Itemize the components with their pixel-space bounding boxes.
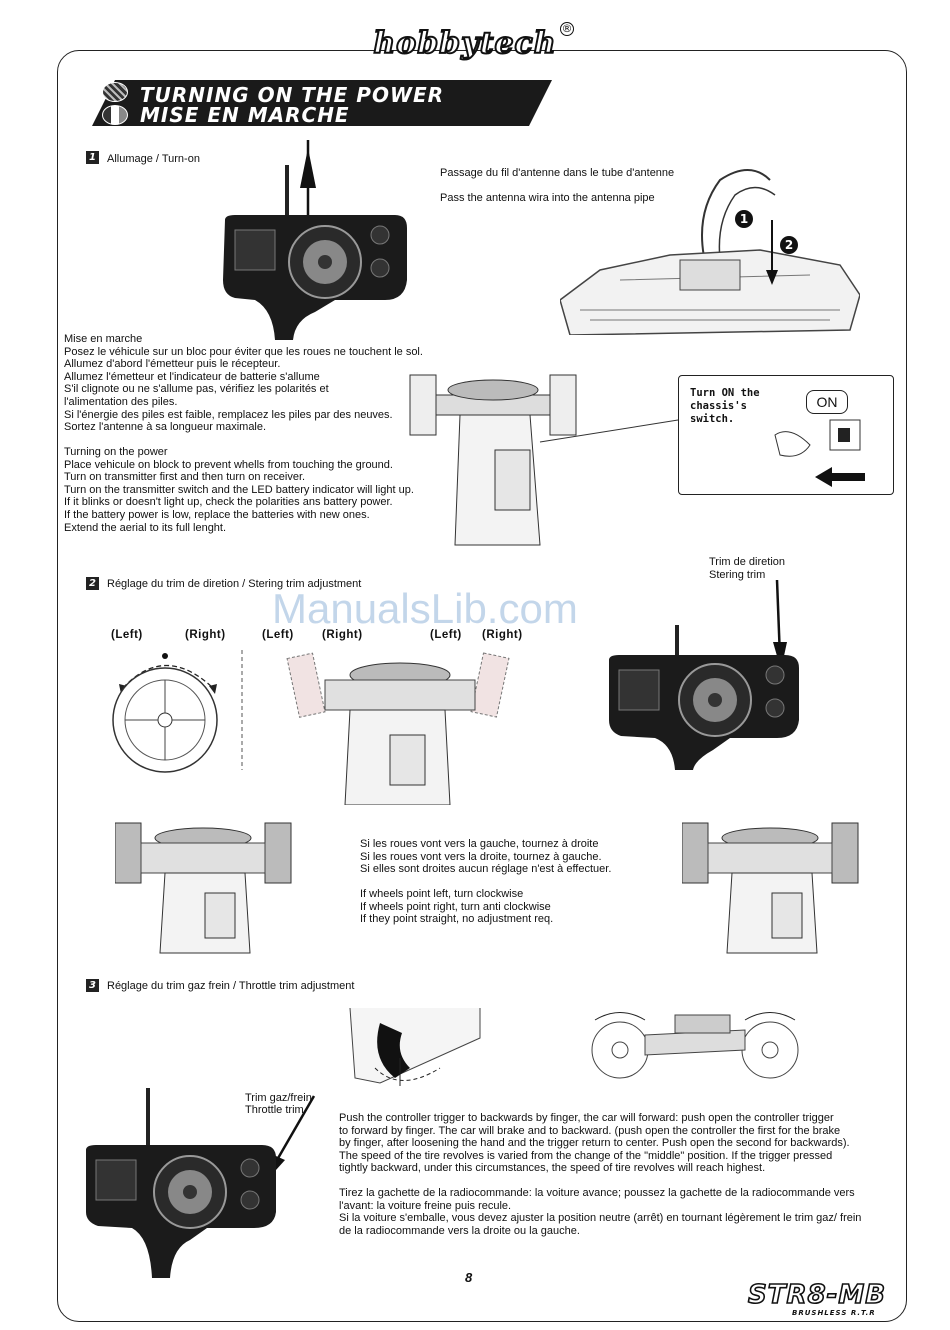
page-frame	[57, 50, 907, 1322]
steering-trim-label-fr: Trim de diretion	[709, 556, 786, 568]
switch-on-label: ON	[806, 390, 848, 414]
text-line: Turn on transmitter first and then turn …	[64, 471, 306, 484]
antenna-instruction-fr: Passage du fil d'antenne dans le tube d'…	[440, 167, 675, 179]
text-line: de la radiocommande vers la droite ou la…	[339, 1224, 580, 1237]
callout-number-1: 1	[735, 210, 753, 228]
car-side-view-illustration	[591, 1012, 799, 1079]
step-2-title: Réglage du trim de diretion / Stering tr…	[107, 578, 362, 590]
text-line: Push the controller trigger to backwards…	[339, 1112, 834, 1124]
watermark: ManualsLib.com	[272, 585, 578, 632]
text-line: to forward by finger. The car will brake…	[339, 1124, 841, 1137]
text-line: Mise en marche	[64, 333, 143, 345]
direction-label: (Left)	[430, 629, 462, 641]
chassis-wheels-right	[682, 822, 859, 954]
text-line: l'alimentation des piles.	[64, 396, 178, 408]
transmitter-illustration-3	[86, 1088, 316, 1278]
switch-detail-illustration	[774, 419, 865, 487]
text-line: Sortez l'antenne à sa longueur maximale.	[64, 421, 267, 434]
callout-number-2: 2	[780, 236, 798, 254]
transmitter-illustration-2	[609, 580, 799, 770]
step-3-title: Réglage du trim gaz frein / Throttle tri…	[107, 980, 355, 992]
text-line: tightly backward, under this circumstanc…	[339, 1162, 766, 1175]
text-line: If it blinks or doesn't light up, check …	[64, 496, 393, 509]
brand-logo: hobbytech ®	[370, 22, 574, 70]
text-line: Allumez d'abord l'émetteur puis le récep…	[64, 358, 281, 371]
antenna-chassis-illustration	[560, 169, 860, 335]
direction-label: (Right)	[322, 629, 363, 641]
text-line: S'il clignote ou ne s'allume pas, vérifi…	[64, 383, 329, 396]
step-1-title: Allumage / Turn-on	[107, 153, 200, 165]
uk-flag-icon	[102, 82, 128, 102]
text-line: Extend the aerial to its full lenght.	[64, 521, 227, 534]
model-logo: STR8-MB BRUSHLESS R.T.R	[747, 1279, 918, 1317]
text-line: Posez le véhicule sur un bloc pour évite…	[64, 345, 423, 358]
switch-callout-text: Turn ON the chassis's switch.	[690, 387, 760, 425]
model-logo-text: STR8-MB	[747, 1279, 887, 1311]
text-line: by finger, after loosening the hand and …	[339, 1137, 850, 1150]
transmitter-illustration-1	[223, 140, 407, 340]
step-3-number: 3	[86, 979, 99, 992]
text-line: Si la voiture s'emballe, vous devez ajus…	[339, 1212, 862, 1225]
steering-knob-illustration	[112, 653, 218, 773]
direction-label: (Right)	[482, 629, 523, 641]
brand-logo-text: hobbytech	[372, 25, 557, 62]
page-number: 8	[465, 1270, 473, 1285]
french-flag-icon	[102, 105, 128, 125]
text-line: If the battery power is low, replace the…	[64, 509, 370, 521]
direction-label: (Left)	[262, 629, 294, 641]
banner-title-fr: MISE EN MARCHE	[140, 103, 350, 127]
text-line: l'avant: la voiture freine puis recule.	[339, 1199, 512, 1212]
text-line: Si elles sont droites aucun réglage n'es…	[360, 863, 612, 876]
registered-mark: ®	[560, 22, 574, 36]
throttle-trim-label-fr: Trim gaz/frein	[245, 1092, 312, 1104]
text-line: Turn on the transmitter switch and the L…	[64, 483, 414, 496]
text-line: Tirez la gachette de la radiocommande: l…	[339, 1187, 855, 1199]
text-line: Si l'énergie des piles est faible, rempl…	[64, 408, 393, 421]
text-line: Allumez l'émetteur et l'indicateur de ba…	[64, 370, 320, 383]
chassis-steering-views	[286, 652, 510, 805]
text-line: Place vehicule on block to prevent whell…	[64, 458, 393, 471]
chassis-top-view-1	[409, 374, 679, 546]
throttle-trim-label-en: Throttle trim	[245, 1104, 304, 1116]
chassis-wheels-left	[115, 822, 292, 954]
divider-dashed	[241, 650, 243, 770]
direction-label: (Right)	[185, 629, 226, 641]
steering-trim-label-en: Stering trim	[709, 569, 766, 581]
banner-title-en: TURNING ON THE POWER	[140, 83, 445, 107]
trigger-hand-illustration	[349, 1008, 481, 1086]
text-line: If they point straight, no adjustment re…	[360, 913, 554, 926]
step-1-number: 1	[86, 151, 99, 164]
step-2-number: 2	[86, 577, 99, 590]
text-line: Turning on the power	[64, 446, 168, 458]
section-banner	[92, 80, 552, 126]
text-line: Si les roues vont vers la gauche, tourne…	[360, 838, 599, 850]
text-line: If wheels point left, turn clockwise	[360, 888, 524, 900]
model-logo-subtitle: BRUSHLESS R.T.R	[792, 1309, 876, 1317]
text-line: The speed of the tire revolves is varied…	[339, 1149, 833, 1162]
text-line: Si les roues vont vers la droite, tourne…	[360, 850, 602, 863]
text-line: If wheels point right, turn anti clockwi…	[360, 900, 551, 913]
language-flags	[102, 80, 132, 126]
antenna-instruction-en: Pass the antenna wira into the antenna p…	[440, 192, 655, 204]
direction-label: (Left)	[111, 629, 143, 641]
